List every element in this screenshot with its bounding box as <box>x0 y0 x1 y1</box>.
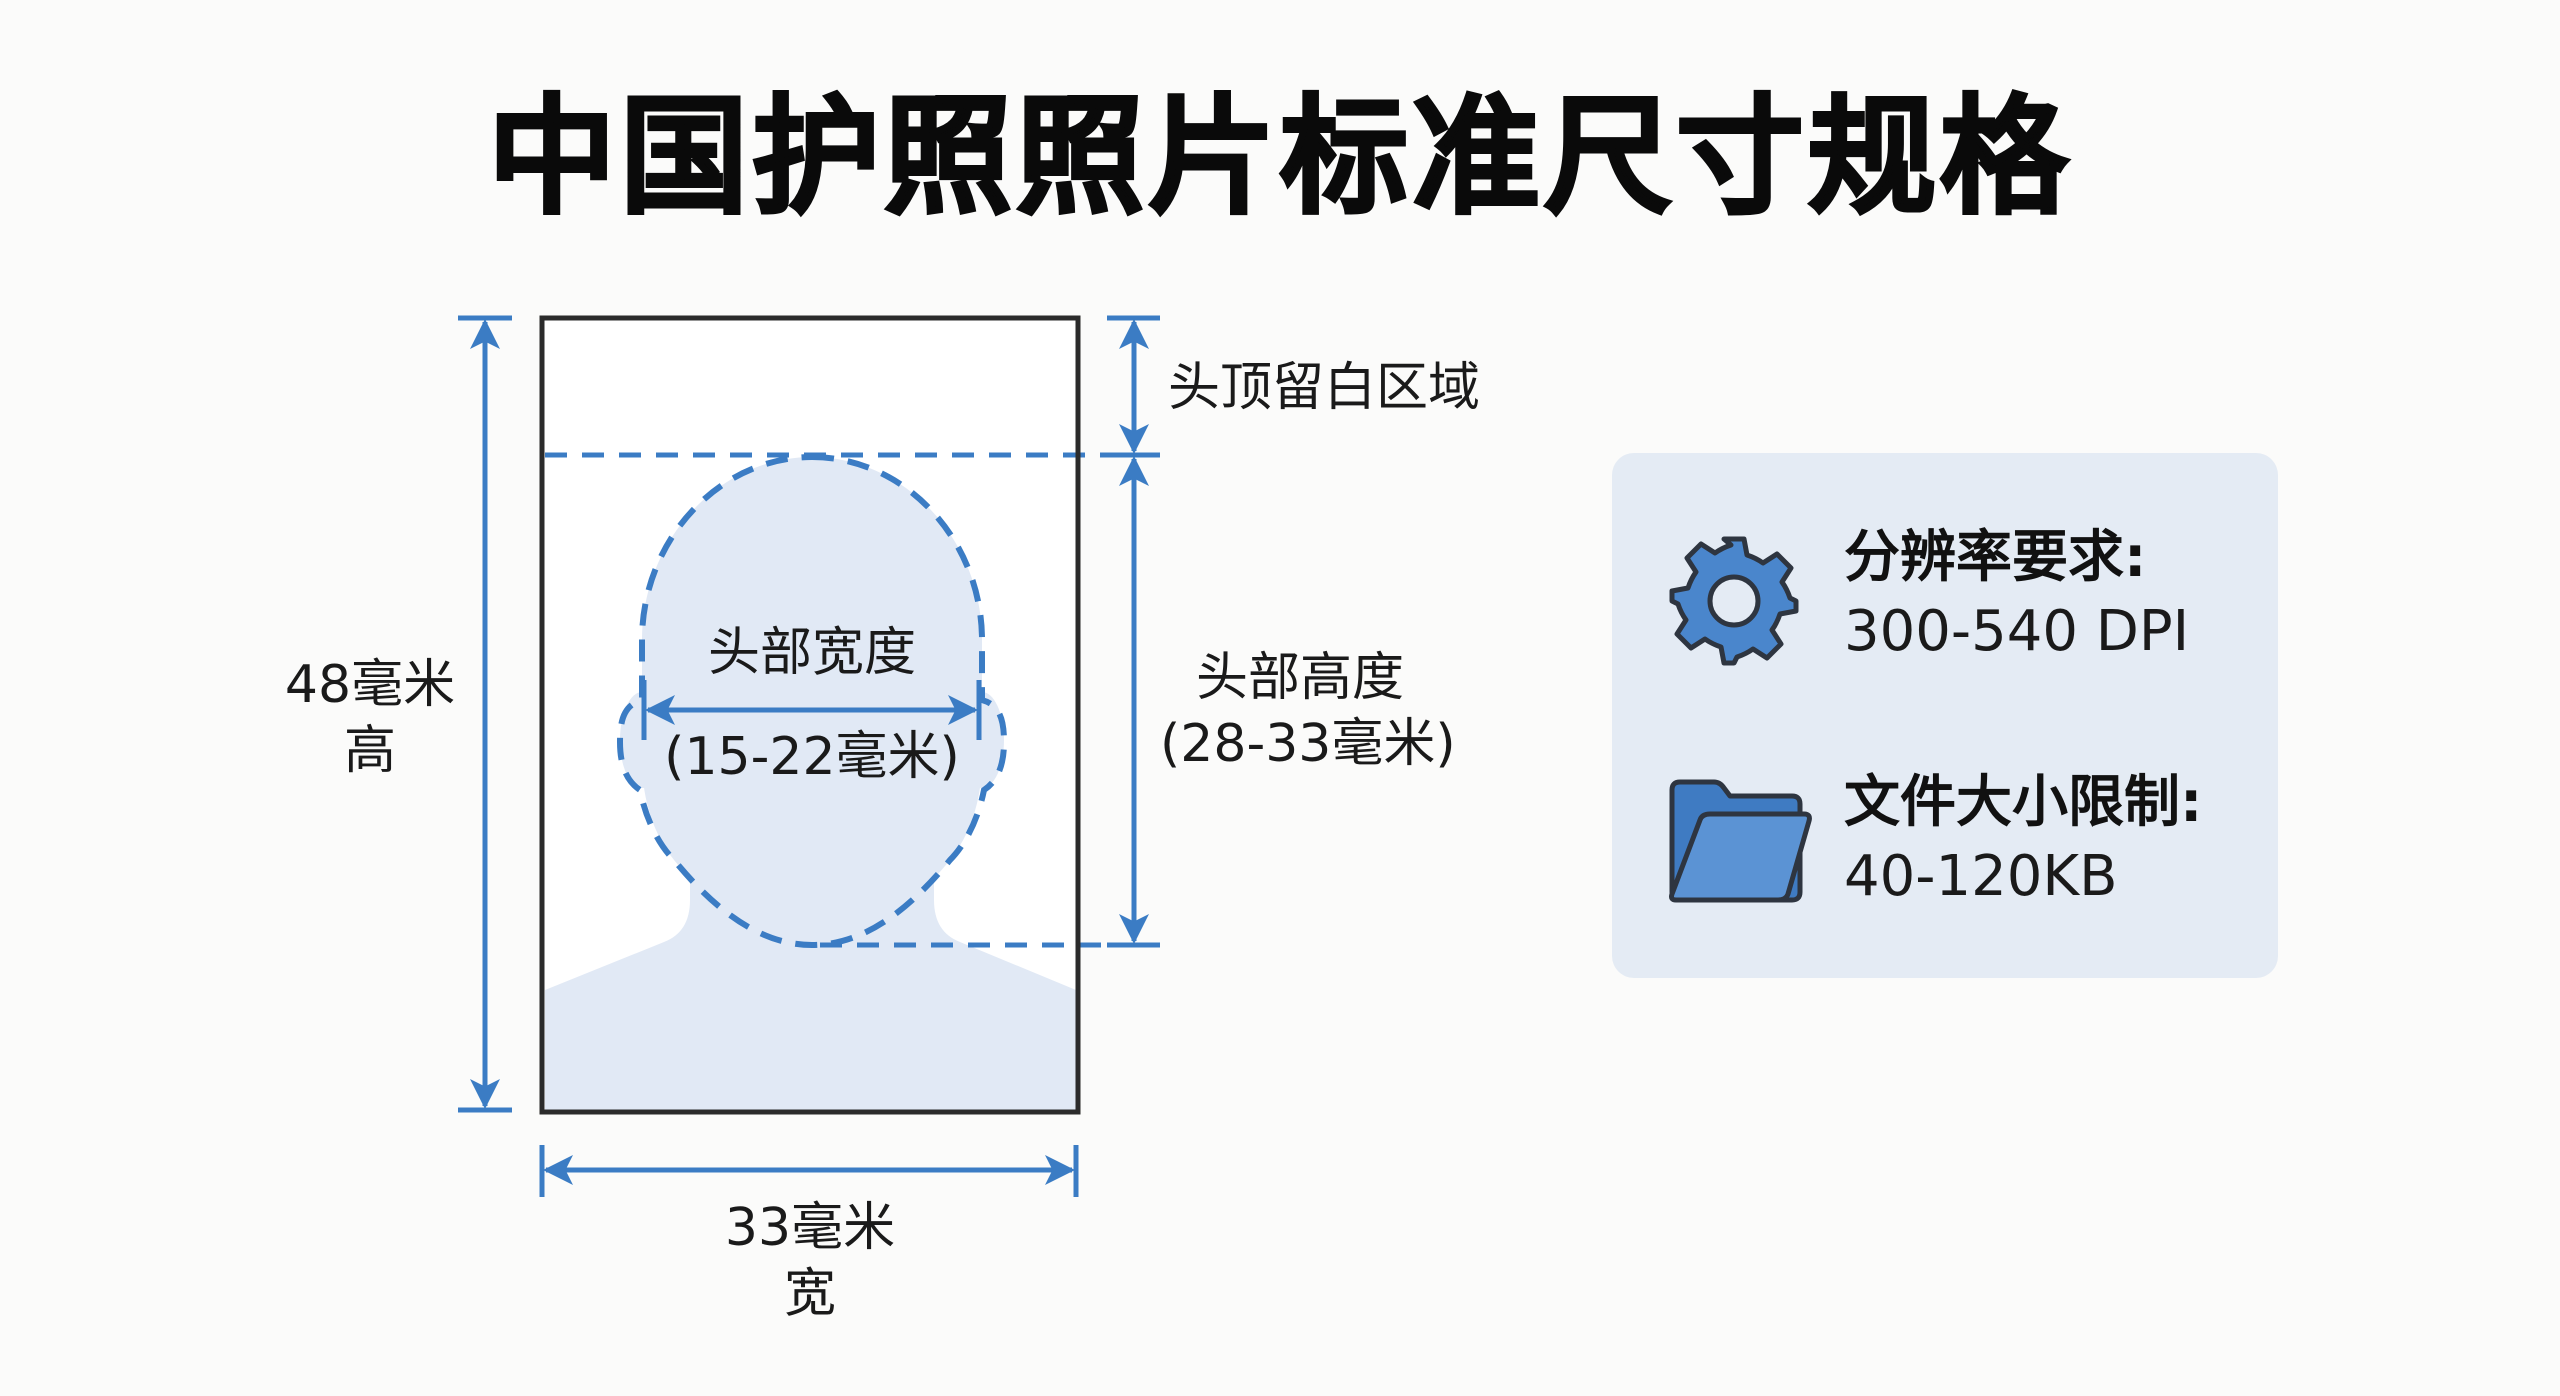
photo-width-value: 33毫米 <box>724 1198 896 1258</box>
top-margin-label: 头顶留白区域 <box>1168 358 1481 418</box>
head-width-value: (15-22毫米) <box>664 727 960 787</box>
file-size-label: 文件大小限制: <box>1844 770 2203 835</box>
photo-width-unit-label: 宽 <box>783 1264 836 1324</box>
folder-icon <box>1669 779 1812 903</box>
file-size-value: 40-120KB <box>1844 844 2118 909</box>
photo-frame-border <box>539 315 1081 1115</box>
photo-height-unit-label: 高 <box>343 721 396 781</box>
gear-icon <box>1669 536 1799 666</box>
photo-height-value: 48毫米 <box>284 655 456 715</box>
photo-height-label: 48毫米 高 <box>270 652 470 784</box>
head-height-value: (28-33毫米) <box>1160 714 1456 774</box>
resolution-label: 分辨率要求: <box>1844 525 2147 590</box>
page-title: 中国护照照片标准尺寸规格 <box>486 82 2072 234</box>
photo-width-label: 33毫米 宽 <box>660 1195 960 1327</box>
spec-info-card: 分辨率要求: 300-540 DPI 文件大小限制: 40-120KB <box>1612 453 2278 978</box>
head-height-title: 头部高度 <box>1195 648 1404 708</box>
resolution-value: 300-540 DPI <box>1844 599 2190 664</box>
head-height-label: 头部高度 (28-33毫米) <box>1160 645 1456 777</box>
silhouette-head <box>642 457 982 945</box>
silhouette-body <box>545 850 1076 1110</box>
head-width-title: 头部宽度 <box>707 623 916 683</box>
head-outline-dashed <box>616 453 1008 949</box>
